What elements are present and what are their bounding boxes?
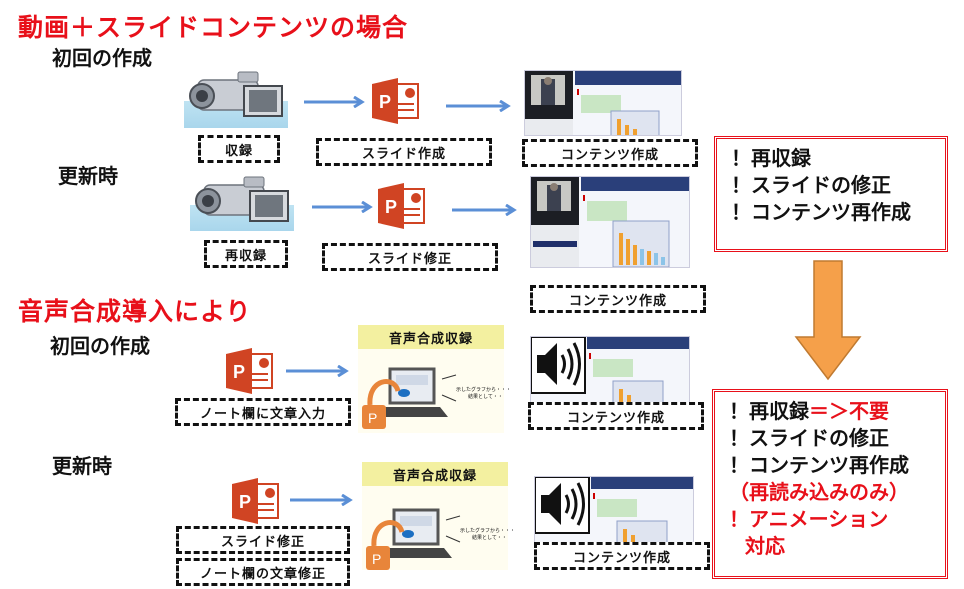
powerpoint-icon: P xyxy=(232,478,280,524)
result-line: ！スライドの修正 xyxy=(731,173,891,197)
down-arrow-icon xyxy=(794,259,864,381)
step-label-content-create: コンテンツ作成 xyxy=(534,542,710,570)
section1-title: 動画＋スライドコンテンツの場合 xyxy=(18,13,409,42)
video-camera-icon xyxy=(184,68,288,128)
step-label-notes-edit: ノート欄の文章修正 xyxy=(176,558,350,586)
result-line: ！再収録＝＞不要 xyxy=(729,398,945,425)
speech-text: 結果として・・ xyxy=(468,394,503,400)
result-text-unneeded: ＝＞不要 xyxy=(809,399,889,423)
flow-arrow-icon xyxy=(312,201,376,213)
svg-text:P: P xyxy=(379,92,391,112)
svg-text:P: P xyxy=(233,362,245,382)
result-line-note: （再読み込みのみ） xyxy=(729,480,909,504)
speaker-content-icon xyxy=(534,476,694,544)
tts-header: 音声合成収録 xyxy=(358,325,504,349)
svg-text:P: P xyxy=(239,492,251,512)
step-label-slide-create: スライド作成 xyxy=(316,138,492,166)
section1-initial-heading: 初回の作成 xyxy=(52,46,152,70)
step-label-recording: 収録 xyxy=(198,135,280,163)
step-label-content-create: コンテンツ作成 xyxy=(528,402,704,430)
step-label-notes-input: ノート欄に文章入力 xyxy=(175,398,351,426)
section2-initial-heading: 初回の作成 xyxy=(50,334,150,358)
result-box-after: ！再収録＝＞不要 ！スライドの修正 ！コンテンツ再作成 （再読み込みのみ） ！ア… xyxy=(712,389,948,579)
flow-arrow-icon xyxy=(452,204,520,216)
tts-recording-panel: 音声合成収録 P 示したグラフから・・・ 結果として・・ xyxy=(362,462,515,572)
content-screen-icon xyxy=(524,70,682,136)
powerpoint-icon: P xyxy=(372,78,420,124)
tts-laptop-icon: P xyxy=(362,506,508,572)
speech-text: 示したグラフから・・・ xyxy=(460,528,516,534)
video-camera-icon xyxy=(190,173,294,231)
tts-recording-panel: 音声合成収録 P 示したグラフから・・・ 結果として・・ xyxy=(358,325,511,433)
svg-text:P: P xyxy=(368,410,377,426)
result-line: ！スライドの修正 xyxy=(729,426,889,450)
svg-text:P: P xyxy=(385,197,397,217)
flow-arrow-icon xyxy=(304,96,368,108)
result-line-animation: ！アニメーション xyxy=(729,507,889,531)
result-line: ！コンテンツ再作成 xyxy=(729,453,909,477)
section2-update-heading: 更新時 xyxy=(52,454,112,478)
flow-arrow-icon xyxy=(446,100,514,112)
step-label-slide-edit: スライド修正 xyxy=(176,526,350,554)
step-label-re-recording: 再収録 xyxy=(204,240,288,268)
result-line-animation-cont: 対応 xyxy=(745,534,785,558)
powerpoint-icon: P xyxy=(226,348,274,394)
svg-text:P: P xyxy=(372,551,381,567)
content-screen-icon xyxy=(530,176,690,268)
tts-laptop-icon: P xyxy=(358,365,504,431)
tts-header: 音声合成収録 xyxy=(362,462,508,486)
step-label-content-create: コンテンツ作成 xyxy=(522,139,698,167)
section1-update-heading: 更新時 xyxy=(58,164,118,188)
result-text: ！再収録 xyxy=(729,399,809,423)
speech-text: 示したグラフから・・・ xyxy=(456,387,512,393)
speech-text: 結果として・・ xyxy=(472,535,507,541)
step-label-slide-edit: スライド修正 xyxy=(322,243,498,271)
flow-arrow-icon xyxy=(290,494,356,506)
speaker-content-icon xyxy=(530,336,690,404)
result-box-before: ！再収録 ！スライドの修正 ！コンテンツ再作成 xyxy=(714,136,948,252)
step-label-content-create: コンテンツ作成 xyxy=(530,285,706,313)
result-line: ！コンテンツ再作成 xyxy=(731,200,911,224)
result-line: ！再収録 xyxy=(731,146,811,170)
powerpoint-icon: P xyxy=(378,183,426,229)
flow-arrow-icon xyxy=(286,365,352,377)
section2-title: 音声合成導入により xyxy=(18,297,252,326)
